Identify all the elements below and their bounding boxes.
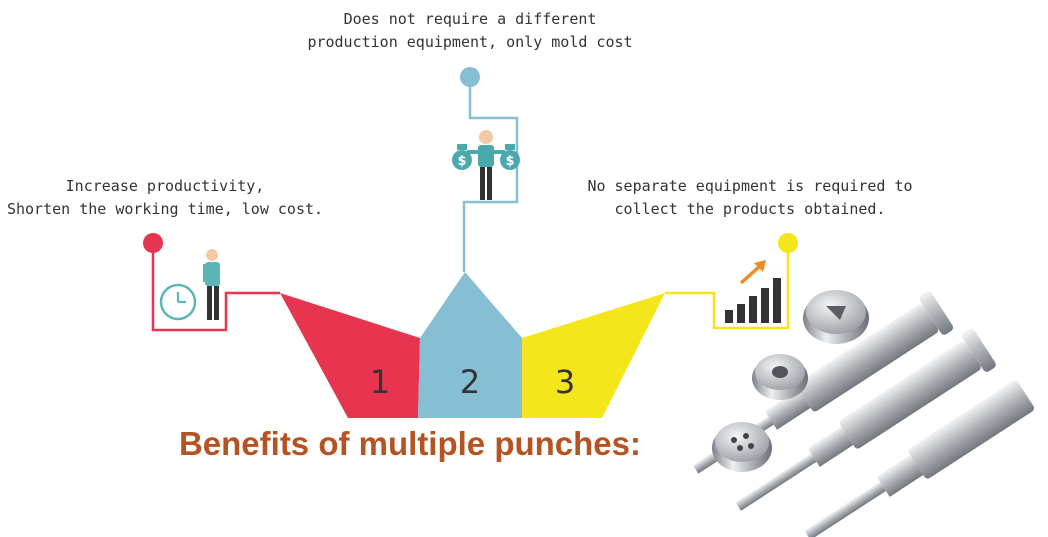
benefit-3-caption: No separate equipment is required to col… xyxy=(580,175,920,221)
connector-yellow xyxy=(665,243,790,330)
segment-3 xyxy=(522,293,665,418)
benefit-3-line-2: collect the products obtained. xyxy=(614,200,886,218)
svg-text:$: $ xyxy=(505,154,514,169)
segment-1 xyxy=(280,293,420,418)
svg-text:$: $ xyxy=(457,154,466,169)
segment-2 xyxy=(418,272,522,418)
benefit-3-line-1: No separate equipment is required to xyxy=(587,177,913,195)
bar-chart-growth-icon xyxy=(725,260,781,323)
benefit-1-line-2: Shorten the working time, low cost. xyxy=(6,200,324,218)
benefit-2-line-1: Does not require a different xyxy=(343,10,597,28)
segment-number-3: 3 xyxy=(555,363,575,401)
page-title: Benefits of multiple punches: xyxy=(178,425,642,462)
benefit-2-line-2: production equipment, only mold cost xyxy=(307,33,633,51)
benefit-2-caption: Does not require a different production … xyxy=(300,8,640,54)
benefit-1-caption: Increase productivity, Shorten the worki… xyxy=(0,175,330,221)
node-yellow xyxy=(778,233,798,253)
punch-product-image xyxy=(692,290,1035,537)
connector-red xyxy=(151,243,280,332)
segment-number-1: 1 xyxy=(370,363,390,401)
benefit-1-line-1: Increase productivity, xyxy=(65,177,265,195)
money-bags-man-icon: $ $ xyxy=(452,130,520,200)
node-blue xyxy=(460,67,480,87)
clock-man-icon xyxy=(159,249,220,321)
node-red xyxy=(143,233,163,253)
segment-number-2: 2 xyxy=(460,363,480,401)
